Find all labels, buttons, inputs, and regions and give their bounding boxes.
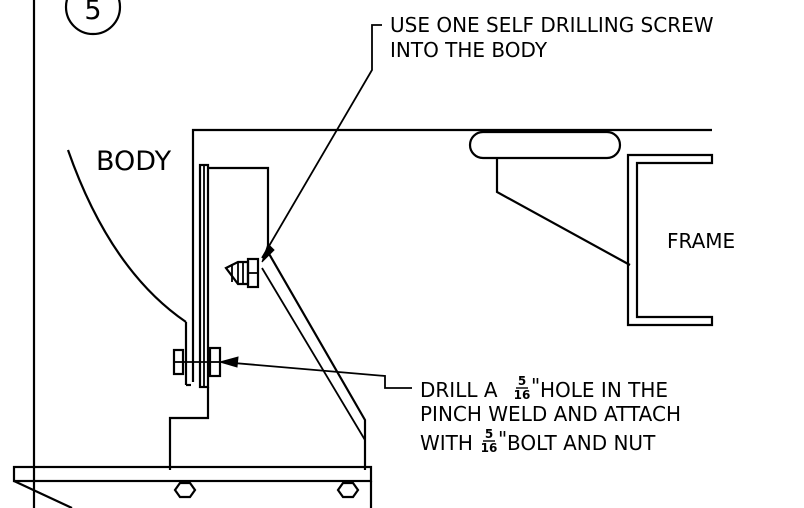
drill-fraction-2-den: 16 <box>481 441 498 455</box>
base-slant-line <box>13 480 73 508</box>
drill-leader <box>218 356 412 389</box>
drill-line3-pre: WITH <box>420 431 473 455</box>
drill-fraction-1-den: 16 <box>514 388 531 402</box>
step-badge: 5 <box>64 0 122 36</box>
drill-fraction-1-num: 5 <box>518 374 526 388</box>
bolt-and-nut <box>172 346 222 378</box>
pinch-weld <box>198 163 210 389</box>
screw-callout-line-1: USE ONE SELF DRILLING SCREW <box>390 13 714 37</box>
drill-leader-line <box>221 361 412 389</box>
drill-inch-mark-2: " <box>498 427 507 451</box>
body-label: BODY <box>96 146 172 177</box>
screw-leader-line <box>261 24 382 259</box>
step-circle <box>64 0 122 36</box>
drill-line3-post: BOLT AND NUT <box>507 431 656 455</box>
frame-c-channel <box>626 153 714 327</box>
drill-line1-post: HOLE IN THE <box>540 378 668 402</box>
screw-leader-arrow <box>261 243 275 263</box>
base-plate-outline <box>12 465 373 483</box>
drill-line1-pre: DRILL A <box>420 378 498 402</box>
screw-tip <box>224 260 250 286</box>
drill-fraction-2-num: 5 <box>485 427 493 441</box>
screw-callout-line-2: INTO THE BODY <box>390 38 548 62</box>
body-curve <box>66 149 187 323</box>
drill-inch-mark-1: " <box>531 374 540 398</box>
drill-leader-arrow <box>218 356 239 368</box>
step-number: 5 <box>84 0 101 26</box>
self-drilling-screw <box>224 257 260 289</box>
frame-label: FRAME <box>667 229 735 253</box>
frame-angle-bracket <box>495 158 631 266</box>
body-floor-line <box>191 128 712 382</box>
screw-leader <box>261 24 382 263</box>
base-hex-left <box>173 481 197 499</box>
screw-to-bracket-line <box>261 267 366 441</box>
drill-callout-line-1: DRILL A <box>420 378 498 402</box>
frame-slot <box>468 130 622 160</box>
base-hex-right <box>336 481 360 499</box>
drill-callout-line-2: PINCH WELD AND ATTACH <box>420 402 681 426</box>
base-plate <box>12 465 373 508</box>
